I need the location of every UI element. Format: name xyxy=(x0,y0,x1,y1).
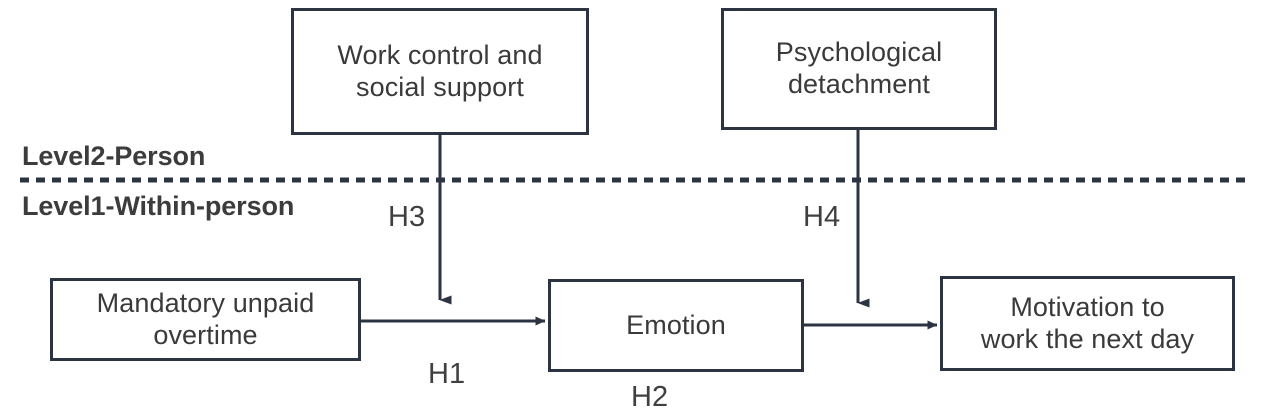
node-label: Mandatory unpaid overtime xyxy=(96,287,315,350)
hypothesis-label-h2: H2 xyxy=(631,381,669,413)
node-mandatory-unpaid-overtime[interactable]: Mandatory unpaid overtime xyxy=(50,278,361,361)
node-emotion[interactable]: Emotion xyxy=(548,279,804,372)
node-label: Work control and social support xyxy=(337,39,543,102)
node-label: Emotion xyxy=(626,309,726,340)
node-motivation-to-work-the-next-day[interactable]: Motivation to work the next day xyxy=(940,276,1235,371)
node-label: Motivation to work the next day xyxy=(980,291,1195,354)
hypothesis-label-h4: H4 xyxy=(803,201,841,233)
node-label: Psychological detachment xyxy=(775,37,943,99)
node-work-control-and-social-support[interactable]: Work control and social support xyxy=(291,8,589,135)
level-label-level2-person: Level2-Person xyxy=(22,141,206,171)
hypothesis-label-h3: H3 xyxy=(388,201,426,233)
hypothesis-label-h1: H1 xyxy=(428,358,466,390)
node-psychological-detachment[interactable]: Psychological detachment xyxy=(721,8,997,130)
level-label-level1-within-person: Level1-Within-person xyxy=(22,191,295,221)
